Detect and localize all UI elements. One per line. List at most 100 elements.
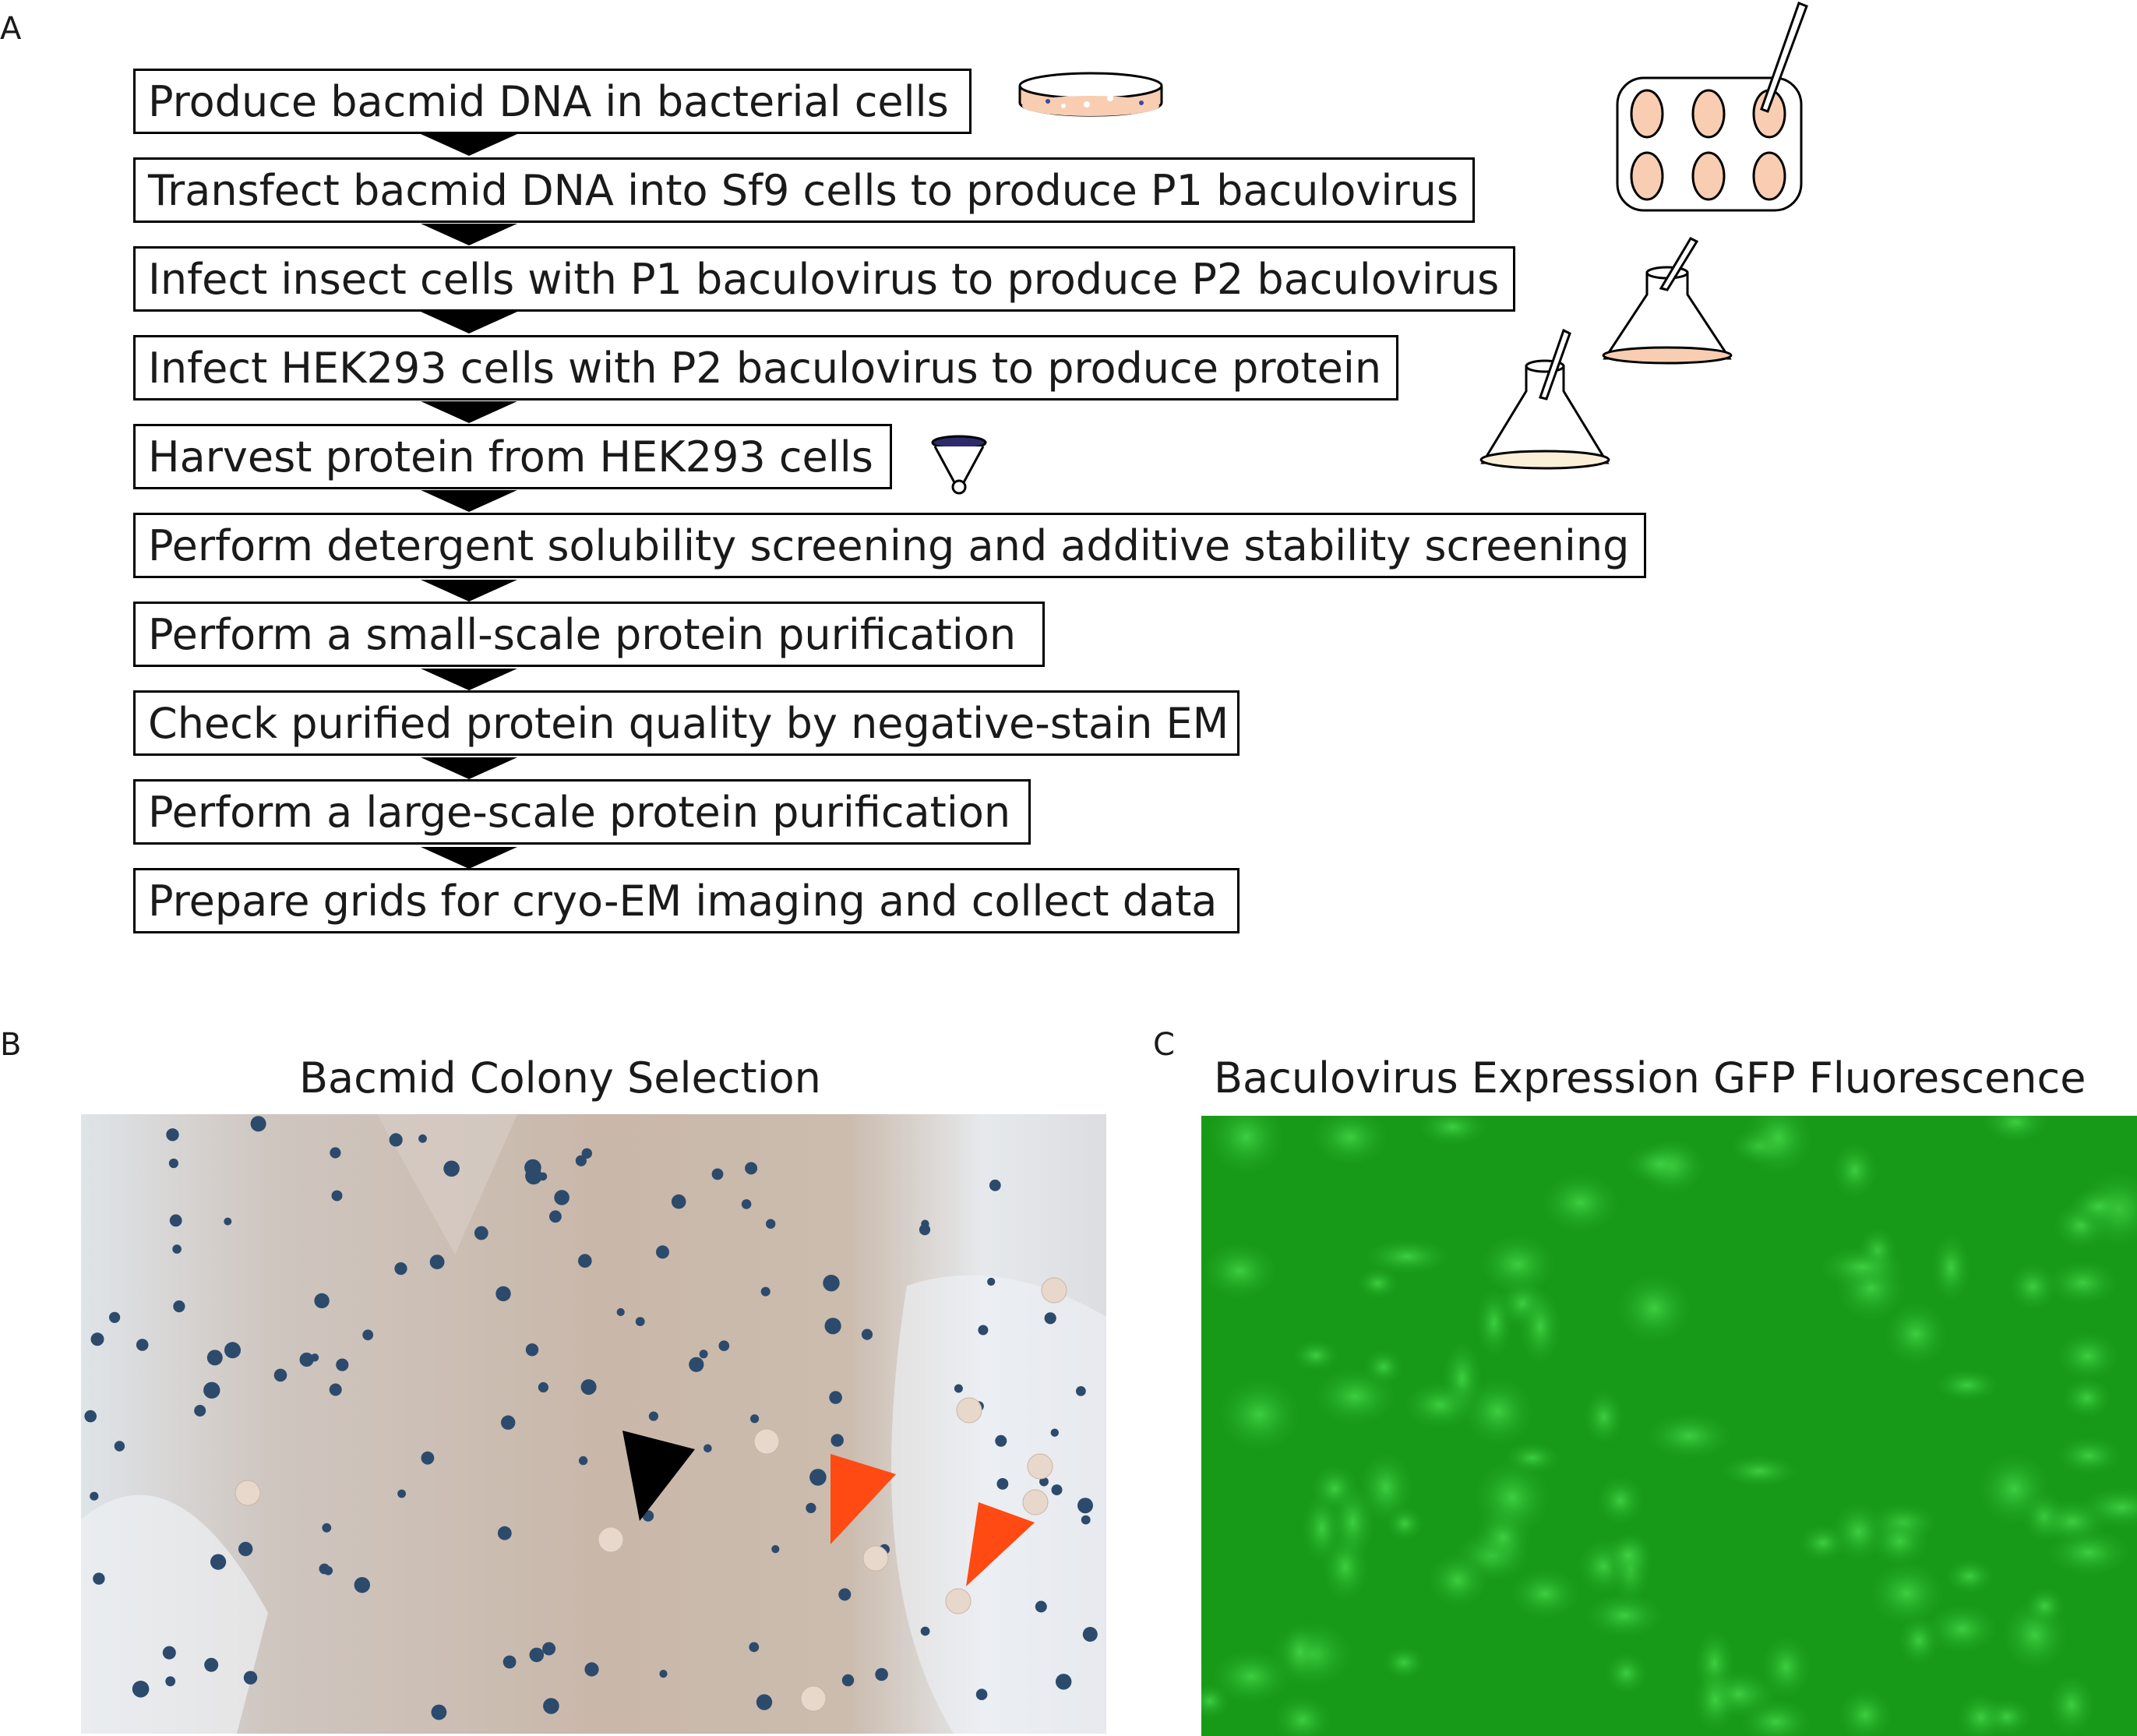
blue-colony [538, 1381, 549, 1393]
blue-colony [168, 1158, 178, 1169]
blue-colony [584, 1662, 599, 1677]
gfp-cell [1475, 1287, 1513, 1358]
panel-b-letter: B [0, 1027, 22, 1063]
gfp-cell [2047, 1259, 2119, 1307]
blue-colony [718, 1340, 730, 1351]
blue-colony [166, 1128, 179, 1141]
blue-colony [861, 1328, 873, 1340]
blue-colony [824, 1318, 841, 1335]
blue-colony [429, 1254, 445, 1269]
gfp-cell [1605, 1652, 1648, 1695]
red-arrowhead-1 [830, 1454, 896, 1544]
blue-colony [1082, 1627, 1098, 1642]
gfp-cell [1818, 1245, 1907, 1289]
blue-colony [132, 1681, 150, 1698]
white-colony [956, 1397, 982, 1424]
blue-colony [109, 1311, 121, 1323]
blue-colony [1077, 1498, 1093, 1514]
blue-colony [474, 1226, 488, 1240]
gfp-cell [2008, 1262, 2058, 1311]
blue-colony [194, 1405, 206, 1417]
blue-colony [875, 1667, 888, 1681]
blue-colony [549, 1210, 562, 1223]
blue-colony [830, 1434, 844, 1447]
blue-colony [1051, 1484, 1063, 1496]
gfp-cell [1837, 1688, 1894, 1736]
workflow-step-2: Transfect bacmid DNA into Sf9 cells to p… [133, 157, 1475, 223]
blue-colony [1081, 1515, 1091, 1525]
gfp-cell [1584, 1593, 1665, 1639]
white-colony [235, 1480, 261, 1506]
blue-colony [978, 1325, 989, 1336]
blue-colony [704, 1444, 712, 1453]
blue-colony [336, 1358, 349, 1371]
gfp-cell [1645, 1412, 1734, 1460]
gfp-cell [1596, 1475, 1645, 1526]
gfp-cell [1925, 1604, 1999, 1654]
blue-colony [1050, 1428, 1060, 1437]
blue-colony [169, 1214, 182, 1227]
workflow-arrow-4 [421, 401, 517, 423]
gfp-cell [1292, 1339, 1339, 1372]
gfp-cell [1313, 1367, 1398, 1426]
blue-colony [114, 1441, 125, 1452]
blue-colony [581, 1148, 592, 1159]
blue-colony [273, 1368, 287, 1382]
gfp-cell [2047, 1674, 2096, 1736]
blue-colony [671, 1194, 686, 1209]
gfp-cell [1739, 1698, 1813, 1736]
workflow-step-9: Perform a large-scale protein purificati… [133, 779, 1031, 845]
blue-colony [329, 1383, 342, 1396]
gfp-cell [1624, 1142, 1698, 1186]
white-colony [1041, 1277, 1067, 1304]
blue-colony [331, 1190, 343, 1201]
gfp-cell [1382, 1646, 1426, 1680]
blue-colony [809, 1469, 827, 1486]
white-colony [753, 1428, 780, 1455]
gfp-cell [1883, 1301, 1949, 1367]
blue-colony [919, 1224, 931, 1236]
blue-colony [656, 1245, 669, 1259]
blue-colony [542, 1642, 556, 1656]
workflow-arrow-5 [421, 490, 517, 512]
blue-colony [90, 1491, 99, 1501]
gfp-cell [1472, 1459, 1552, 1537]
blue-colony [616, 1307, 625, 1317]
workflow-step-4: Infect HEK293 cells with P2 baculovirus … [133, 335, 1398, 400]
gfp-cell [1416, 1116, 1489, 1146]
gfp-cell [1281, 1625, 1319, 1678]
gfp-cell [1868, 1561, 1945, 1626]
blue-colony [203, 1381, 220, 1399]
gfp-cell [1478, 1233, 1557, 1296]
petri-dish-icon [1018, 72, 1163, 117]
gfp-cell [1403, 1381, 1477, 1430]
blue-colony [224, 1342, 241, 1359]
blue-colony [224, 1217, 232, 1226]
blue-colony [578, 1455, 588, 1466]
workflow-step-1: Produce bacmid DNA in bacterial cells [133, 69, 972, 134]
gfp-cell [1956, 1692, 2006, 1736]
white-colony [598, 1526, 624, 1553]
workflow-arrow-7 [421, 669, 517, 690]
gfp-cell [1385, 1506, 1424, 1541]
gfp-cell [1357, 1267, 1399, 1300]
gfp-cell [1201, 1683, 1231, 1720]
gfp-cell [1945, 1558, 1995, 1594]
blue-colony [760, 1286, 771, 1297]
blue-colony [525, 1343, 539, 1357]
gfp-cell [1272, 1695, 1333, 1736]
blue-colony [93, 1572, 105, 1585]
blue-colony [806, 1502, 816, 1513]
workflow-step-7: Perform a small-scale protein purificati… [133, 602, 1045, 667]
gfp-cell [2055, 1436, 2122, 1476]
workflow-arrow-6 [421, 580, 517, 602]
gfp-cell [2068, 1187, 2130, 1226]
blue-colony [954, 1384, 963, 1393]
blue-colony [1039, 1477, 1049, 1487]
red-arrowhead-2 [966, 1502, 1035, 1586]
blue-colony [389, 1133, 403, 1147]
blue-colony [1076, 1386, 1086, 1396]
blue-colony [554, 1190, 570, 1205]
blue-colony [250, 1116, 266, 1132]
panel-a-letter: A [0, 11, 22, 47]
